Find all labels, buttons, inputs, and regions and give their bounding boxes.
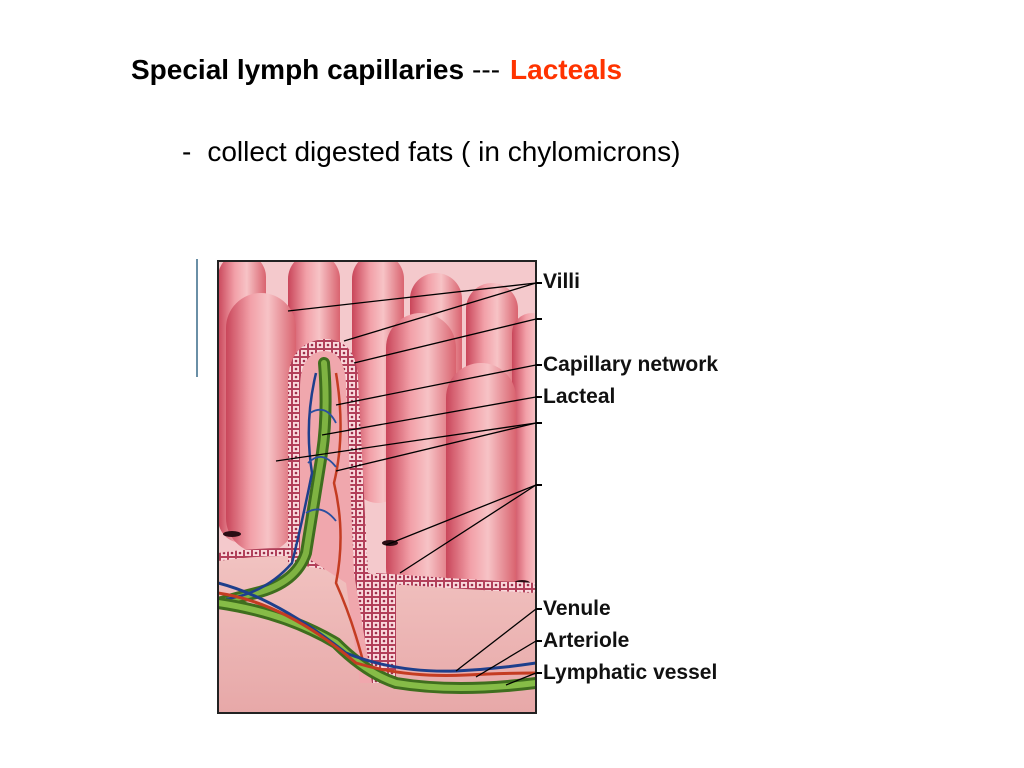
villi-artwork [218,261,536,713]
sectioned-villus [218,339,396,683]
bullet-text: collect digested fats ( in chylomicrons) [207,136,681,167]
slide-title: Special lymph capillaries--- Lacteals [131,52,622,88]
label-arteriole: Arteriole [543,629,630,652]
title-highlight: Lacteals [510,54,623,85]
label-lacteal: Lacteal [543,385,616,408]
villus-illustration [196,259,542,714]
leader-lines [275,282,537,686]
label-capillary-network: Capillary network [543,353,719,376]
bullet-point: -collect digested fats ( in chylomicrons… [182,134,680,170]
figure-frame [217,260,537,714]
label-lymphatic-vessel: Lymphatic vessel [543,661,718,684]
venule-path [218,581,536,673]
label-ticks [536,282,542,674]
label-villi: Villi [543,270,580,293]
bullet-marker: - [182,136,192,167]
title-separator: --- [472,54,501,85]
label-venule: Venule [543,597,611,620]
villus-diagram: Villi Capillary network Lacteal Venule A… [196,253,756,717]
title-main: Special lymph capillaries [131,54,465,85]
arteriole-path [218,591,536,677]
